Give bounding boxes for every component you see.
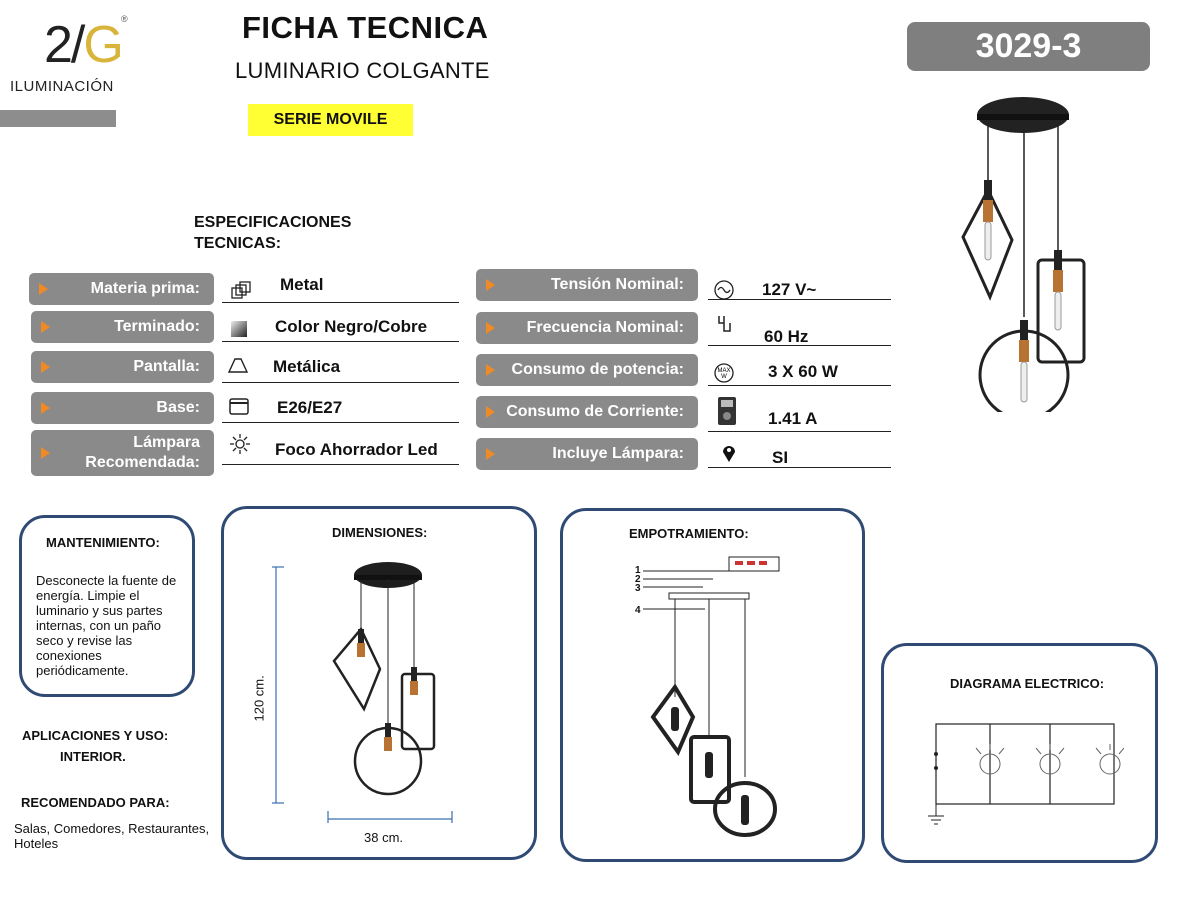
arrow-icon xyxy=(486,364,495,376)
current-icon xyxy=(718,397,736,425)
logo-wordmark: ILUMINACIÓN xyxy=(10,78,114,95)
spec-label-text: Base: xyxy=(156,399,200,416)
base-icon xyxy=(229,398,249,415)
spec-underline xyxy=(222,464,459,465)
spec-value-frecuencia: 60 Hz xyxy=(764,327,809,346)
mounting-label-4: 4 xyxy=(635,605,641,616)
spec-label-text: Materia prima: xyxy=(90,280,200,297)
spec-underline xyxy=(222,422,459,423)
spec-label-text: Terminado: xyxy=(114,318,200,335)
spec-label-text: Incluye Lámpara: xyxy=(552,445,684,462)
spec-value-potencia: 3 X 60 W xyxy=(768,362,838,381)
lamp-included-icon xyxy=(723,446,735,462)
spec-value-lampara: Foco Ahorrador Led xyxy=(275,440,438,459)
spec-value-corriente: 1.41 A xyxy=(768,409,818,428)
logo-mark-two: 2 xyxy=(44,16,73,74)
spec-label-base: Base: xyxy=(31,392,214,424)
specs-heading: ESPECIFICACIONES TECNICAS: xyxy=(194,214,352,252)
svg-text:W: W xyxy=(721,374,727,380)
spec-label-frecuencia: Frecuencia Nominal: xyxy=(476,312,698,344)
arrow-icon xyxy=(486,322,495,334)
arrow-icon xyxy=(486,279,495,291)
logo-mark-g: G xyxy=(83,16,123,74)
mounting-label-1: 1 xyxy=(635,565,641,576)
spec-label-tension: Tensión Nominal: xyxy=(476,269,698,301)
product-image xyxy=(961,97,1086,412)
arrow-icon xyxy=(41,402,50,414)
dimensions-title: DIMENSIONES: xyxy=(332,525,428,540)
spec-underline xyxy=(708,385,891,386)
spec-label-text: Tensión Nominal: xyxy=(550,276,684,293)
electrical-diagram xyxy=(928,723,1124,825)
dimensions-box: DIMENSIONES: 120 cm. 38 cm. xyxy=(221,506,537,860)
spec-value-base: E26/E27 xyxy=(277,398,343,417)
brand-logo: 2/G xyxy=(44,14,134,76)
registered-mark: ® xyxy=(121,14,128,24)
product-code: 3029-3 xyxy=(907,22,1150,71)
spec-label-text: Consumo de potencia: xyxy=(511,361,684,378)
mounting-label-2: 2 xyxy=(635,574,641,585)
page-subtitle: LUMINARIO COLGANTE xyxy=(235,58,490,83)
spec-label-terminado: Terminado: xyxy=(31,311,214,343)
finish-icon xyxy=(231,321,247,337)
arrow-icon xyxy=(41,321,50,333)
spec-label-text: Consumo de Corriente: xyxy=(506,403,684,420)
material-icon xyxy=(231,281,251,299)
spec-value-incluye: SI xyxy=(772,448,789,467)
spec-label-text: Lámpara Recomendada: xyxy=(85,434,200,471)
maintenance-text: Desconecte la fuente de energía. Limpie … xyxy=(36,573,177,678)
logo-underbar xyxy=(0,110,116,127)
spec-value-pantalla: Metálica xyxy=(273,357,341,376)
mounting-box: EMPOTRAMIENTO: 1 2 3 4 xyxy=(560,508,865,862)
electrical-title: DIAGRAMA ELECTRICO: xyxy=(950,676,1105,691)
bulb-icon xyxy=(230,434,250,454)
maintenance-box: MANTENIMIENTO: Desconecte la fuente de e… xyxy=(19,515,195,697)
arrow-icon xyxy=(486,448,495,460)
svg-text:MAX: MAX xyxy=(717,368,730,374)
spec-value-materia-prima: Metal xyxy=(280,275,324,294)
recommended-value: Salas, Comedores, Restaurantes, Hoteles xyxy=(14,821,210,851)
spec-label-text: Frecuencia Nominal: xyxy=(526,319,684,336)
dimension-width-label: 38 cm. xyxy=(364,830,404,845)
logo-mark-slash: / xyxy=(70,16,86,74)
spec-label-corriente: Consumo de Corriente: xyxy=(476,396,698,428)
mounting-label-3: 3 xyxy=(635,583,641,594)
spec-label-potencia: Consumo de potencia: xyxy=(476,354,698,386)
spec-label-pantalla: Pantalla: xyxy=(31,351,214,383)
arrow-icon xyxy=(486,406,495,418)
dimension-height-label: 120 cm. xyxy=(251,675,267,722)
dimension-drawing xyxy=(272,562,453,823)
spec-label-incluye: Incluye Lámpara: xyxy=(476,438,698,470)
frequency-icon xyxy=(718,316,731,332)
recommended-title: RECOMENDADO PARA: xyxy=(21,795,170,810)
spec-value-tension: 127 V~ xyxy=(762,280,817,299)
spec-label-lampara: Lámpara Recomendada: xyxy=(31,430,214,476)
arrow-icon xyxy=(41,361,50,373)
spec-underline xyxy=(708,467,891,468)
arrow-icon xyxy=(41,447,50,459)
spec-underline xyxy=(708,345,891,346)
page-title: FICHA TECNICA xyxy=(242,10,489,45)
maintenance-title: MANTENIMIENTO: xyxy=(46,535,160,550)
spec-underline xyxy=(222,382,459,383)
spec-value-terminado: Color Negro/Cobre xyxy=(275,317,428,336)
spec-label-materia-prima: Materia prima: xyxy=(29,273,214,305)
mounting-title: EMPOTRAMIENTO: xyxy=(629,526,749,541)
shade-icon xyxy=(227,358,249,373)
spec-underline xyxy=(708,299,891,300)
applications-title: APLICACIONES Y USO: xyxy=(22,728,169,743)
series-badge: SERIE MOVILE xyxy=(248,104,413,136)
mounting-drawing xyxy=(643,556,780,837)
spec-underline xyxy=(222,302,459,303)
spec-label-text: Pantalla: xyxy=(133,358,200,375)
spec-underline xyxy=(222,341,459,342)
spec-underline xyxy=(708,431,891,432)
voltage-icon xyxy=(714,280,734,300)
electrical-box: DIAGRAMA ELECTRICO: xyxy=(881,643,1158,863)
applications-value: INTERIOR. xyxy=(60,749,126,764)
arrow-icon xyxy=(39,283,48,295)
